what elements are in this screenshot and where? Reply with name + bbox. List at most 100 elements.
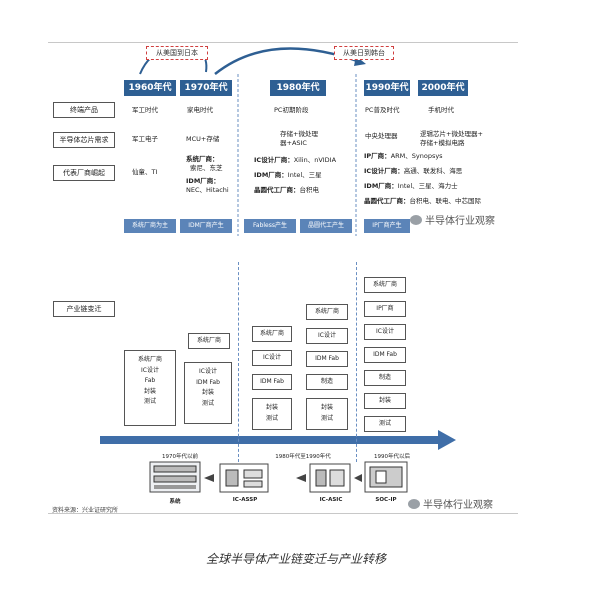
timeline-arrow-body xyxy=(100,436,440,444)
stack5-ic-design: IC设计 xyxy=(364,324,406,340)
mfr-1980-fab-label: 晶圆代工厂商： xyxy=(254,186,300,194)
stack1-item: IC设计 xyxy=(141,366,159,374)
stack4-manufacturing: 制造 xyxy=(306,374,348,390)
watermark-text: 半导体行业观察 xyxy=(423,500,493,511)
mfr-1980-ic-names: Xilin、nVIDIA xyxy=(293,156,337,164)
demand-1960: 军工电子 xyxy=(132,135,158,143)
mfr-1990-ic-label: IC设计厂商： xyxy=(364,167,404,175)
footer-idm-emerge: IDM厂商产生 xyxy=(180,219,232,233)
stack4-bottom-item: 封装 xyxy=(320,404,333,411)
mfr-1980-idm-names: Intel、三星 xyxy=(287,171,322,179)
ic-assp-icon xyxy=(219,463,269,493)
mfr-1990-idm-label: IDM厂商： xyxy=(364,182,398,190)
timeline-arrow-head xyxy=(438,430,456,450)
mfr-1970-idm-label: IDM厂商： xyxy=(186,177,220,185)
footer-fabless-emerge: Fabless产生 xyxy=(244,219,296,233)
tag-us-japan-to-taiwan: 从美日到韩台 xyxy=(334,46,394,60)
era-1990: 1990年代 xyxy=(364,80,410,96)
chip-label-system: 系统 xyxy=(169,499,181,505)
period-post-1990: 1990年代以后 xyxy=(374,454,410,460)
mfr-1990-fab-label: 晶圆代工厂商： xyxy=(364,197,410,205)
end-product-1960: 军工时代 xyxy=(132,106,158,114)
stack2-item: IC设计 xyxy=(199,368,217,375)
source-note: 资料来源：兴业证研究所 xyxy=(52,507,119,514)
stack3-system-vendor: 系统厂商 xyxy=(252,326,292,342)
stack1-item: 封装 xyxy=(143,387,156,395)
mfr-1990-idm: IDM厂商：Intel、三星、海力士 xyxy=(364,182,458,191)
category-chain-change: 产业链变迁 xyxy=(53,301,115,317)
stack2-item: 封装 xyxy=(201,389,214,396)
stack5-ip-vendor: IP厂商 xyxy=(364,301,406,317)
end-product-2000: 手机时代 xyxy=(428,106,454,114)
stack1-item: Fab xyxy=(144,377,156,384)
era-1960: 1960年代 xyxy=(124,80,176,96)
mfr-1990-ic-names: 高通、联发科、海思 xyxy=(403,167,463,175)
demand-1990: 中央处理器 xyxy=(365,132,398,140)
mfr-1970-idm-names: NEC、Hitachi xyxy=(186,186,229,194)
manufacturers-1960: 仙童、TI xyxy=(132,168,158,176)
stack3-bottom-item: 测试 xyxy=(265,414,278,422)
footer-foundry-emerge: 晶圆代工产生 xyxy=(300,219,352,233)
mfr-1980-ic-label: IC设计厂商： xyxy=(254,156,294,164)
mfr-1990-idm-names: Intel、三星、海力士 xyxy=(397,182,458,190)
stack2-item: 测试 xyxy=(201,399,214,407)
era-1980: 1980年代 xyxy=(270,80,326,96)
mfr-1990-fab-names: 台积电、联电、中芯国际 xyxy=(409,197,482,205)
stack5-packaging: 封装 xyxy=(364,393,406,409)
wechat-icon xyxy=(408,498,420,509)
stack2-item: IDM Fab xyxy=(196,378,220,386)
watermark-text: 半导体行业观察 xyxy=(425,216,495,227)
stack5-testing: 测试 xyxy=(364,416,406,432)
wechat-icon xyxy=(410,214,422,225)
stack-1970-idm: IC设计 IDM Fab 封装 测试 xyxy=(184,362,232,424)
tag-us-to-japan: 从美国到日本 xyxy=(146,46,208,60)
chip-label-ic-assp: IC-ASSP xyxy=(232,497,258,503)
system-board-icon xyxy=(149,461,201,493)
stack1-item: 测试 xyxy=(143,398,156,405)
stack5-system-vendor: 系统厂商 xyxy=(364,277,406,293)
demand-1980-line1: 存储+微处理 xyxy=(280,130,318,138)
figure-caption: 全球半导体产业链变迁与产业转移 xyxy=(205,552,386,566)
divider-lower-1 xyxy=(238,262,239,462)
stack4-bottom-item: 测试 xyxy=(320,414,333,422)
demand-2000-line2: 存储+模拟电路 xyxy=(420,139,465,147)
mfr-1980-fab: 晶圆代工厂商：台积电 xyxy=(254,186,319,195)
watermark-top: 半导体行业观察 xyxy=(410,212,495,227)
mfr-1980-fab-names: 台积电 xyxy=(299,186,320,194)
stack3-ic-design: IC设计 xyxy=(252,350,292,366)
era-1970: 1970年代 xyxy=(180,80,232,96)
end-product-1990: PC普及时代 xyxy=(365,106,400,114)
mfr-1990-ip-names: ARM、Synopsys xyxy=(390,152,443,160)
watermark-bottom: 半导体行业观察 xyxy=(408,496,493,511)
mfr-1990-ip: IP厂商：ARM、Synopsys xyxy=(364,152,443,161)
stack4-system-vendor: 系统厂商 xyxy=(306,304,348,320)
category-manufacturers: 代表厂商崛起 xyxy=(53,165,115,181)
category-end-products: 终端产品 xyxy=(53,102,115,118)
mfr-1980-idm-label: IDM厂商： xyxy=(254,171,288,179)
stack4-idm-fab: IDM Fab xyxy=(306,351,348,367)
stack4-pack-test: 封装 测试 xyxy=(306,398,348,430)
stack4-ic-design: IC设计 xyxy=(306,328,348,344)
ic-asic-icon xyxy=(309,463,351,493)
mfr-1970-system-names: 索尼、东芝 xyxy=(190,164,223,172)
soc-ip-icon xyxy=(364,461,408,493)
footer-system-vendors: 系统厂商为主 xyxy=(124,219,176,233)
stack3-bottom-item: 封装 xyxy=(265,404,278,411)
mfr-1990-ip-label: IP厂商： xyxy=(364,152,391,160)
era-2000: 2000年代 xyxy=(418,80,468,96)
divider-lower-2 xyxy=(356,262,357,462)
mfr-1990-ic: IC设计厂商：高通、联发科、海思 xyxy=(364,167,462,176)
stack-1970-and-before: 系统厂商 IC设计 Fab 封装 测试 xyxy=(124,350,176,426)
mfr-1970-system-label: 系统厂商： xyxy=(186,155,219,163)
footer-ip-emerge: IP厂商产生 xyxy=(364,219,410,233)
period-1980-1990: 1980年代至1990年代 xyxy=(275,454,331,460)
stack5-idm-fab: IDM Fab xyxy=(364,347,406,363)
figure-frame xyxy=(48,42,518,514)
demand-1980-line2: 器+ASIC xyxy=(280,139,307,147)
demand-1970: MCU+存储 xyxy=(186,135,220,143)
stack5-manufacturing: 制造 xyxy=(364,370,406,386)
period-pre-1970: 1970年代以前 xyxy=(162,454,198,460)
stack3-idm-fab: IDM Fab xyxy=(252,374,292,390)
chip-label-soc-ip: SOC-IP xyxy=(375,497,397,503)
